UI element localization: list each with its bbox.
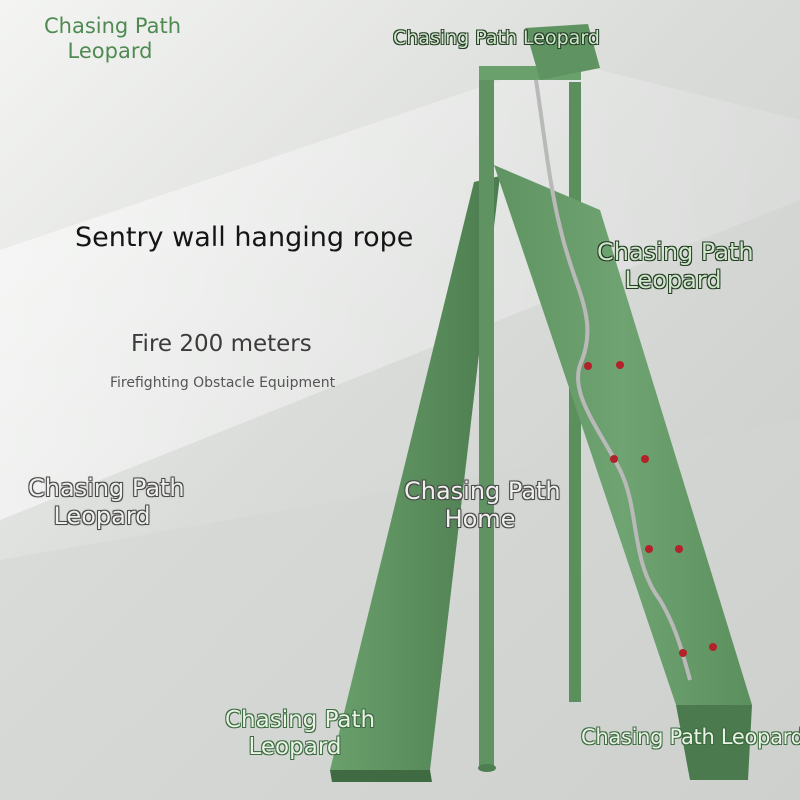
watermark-line: Chasing Path [225,707,376,733]
frame-post-left [479,72,494,770]
watermark-line: Chasing Path Leopard [393,27,600,49]
watermark-left: Chasing Path Leopard [28,474,185,531]
support-board [330,176,500,770]
watermark-line: Chasing Path [44,14,182,38]
hand-hold [709,643,717,651]
hand-hold [610,455,618,463]
watermark-line: Chasing Path [404,477,561,505]
hand-hold [584,362,592,370]
watermark-top: Chasing Path Leopard [393,27,600,49]
watermark-line: Leopard [67,38,153,63]
support-board-edge [330,770,432,782]
wall-board-edge [676,705,752,780]
watermark-top-left: Chasing Path Leopard [44,14,182,64]
headline: Sentry wall hanging rope [75,222,414,253]
distance-label: Fire 200 meters [131,331,312,357]
watermark-line: Leopard [248,734,342,761]
hand-hold [641,455,649,463]
hanging-rope [534,79,692,681]
wall-board [494,165,752,705]
hand-hold [679,649,687,657]
watermark-bottom-right: Chasing Path Leopard [581,725,800,750]
watermark-line: Leopard [53,502,151,531]
watermark-line: Home [444,505,516,534]
hand-hold [616,361,624,369]
watermark-center: Chasing Path Home [404,477,561,534]
category-label: Firefighting Obstacle Equipment [110,375,336,391]
background-light-band [0,60,800,520]
watermark-right: Chasing Path Leopard [597,238,754,295]
frame-post-foot [478,764,496,772]
watermark-bottom-left: Chasing Path Leopard [225,707,376,761]
hand-hold [645,545,653,553]
watermark-line: Leopard [624,266,722,295]
frame-top-cap [525,24,600,80]
watermark-line: Chasing Path Leopard [581,725,800,749]
hand-hold [675,545,683,553]
watermark-line: Chasing Path [597,238,754,266]
watermark-line: Chasing Path [28,474,185,502]
